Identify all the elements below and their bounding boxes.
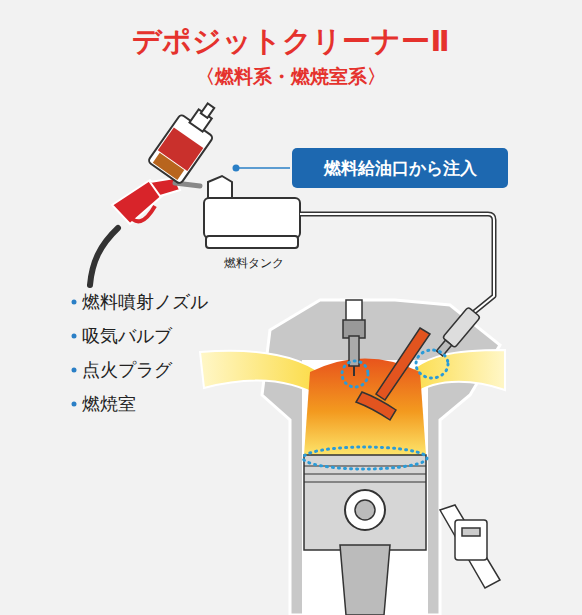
tank-label: 燃料タンク: [206, 255, 302, 272]
list-bullets: [72, 300, 77, 407]
fuel-nozzle: [90, 178, 200, 285]
part-label: 燃料噴射ノズル: [82, 290, 208, 314]
part-label: 吸気バルブ: [82, 324, 172, 348]
leader-line: [233, 165, 291, 172]
title: デポジットクリーナーⅡ: [0, 22, 582, 62]
subtitle: 〈燃料系・燃焼室系〉: [0, 64, 582, 90]
deposit-highlights: [303, 350, 448, 469]
engine-parts: [440, 505, 500, 588]
piston: [304, 455, 426, 615]
box-text: 燃料給油口から注入: [324, 157, 477, 180]
cleaner-bottle: [148, 94, 228, 184]
cylinder-head: [262, 300, 500, 615]
part-label: 点火プラグ: [82, 358, 172, 382]
part-label: 燃焼室: [82, 392, 136, 416]
spark-plug: [343, 300, 365, 376]
fuel-tank: [204, 176, 300, 248]
callout-box: 燃料給油口から注入: [292, 148, 508, 188]
combustion-chamber: [304, 359, 426, 456]
